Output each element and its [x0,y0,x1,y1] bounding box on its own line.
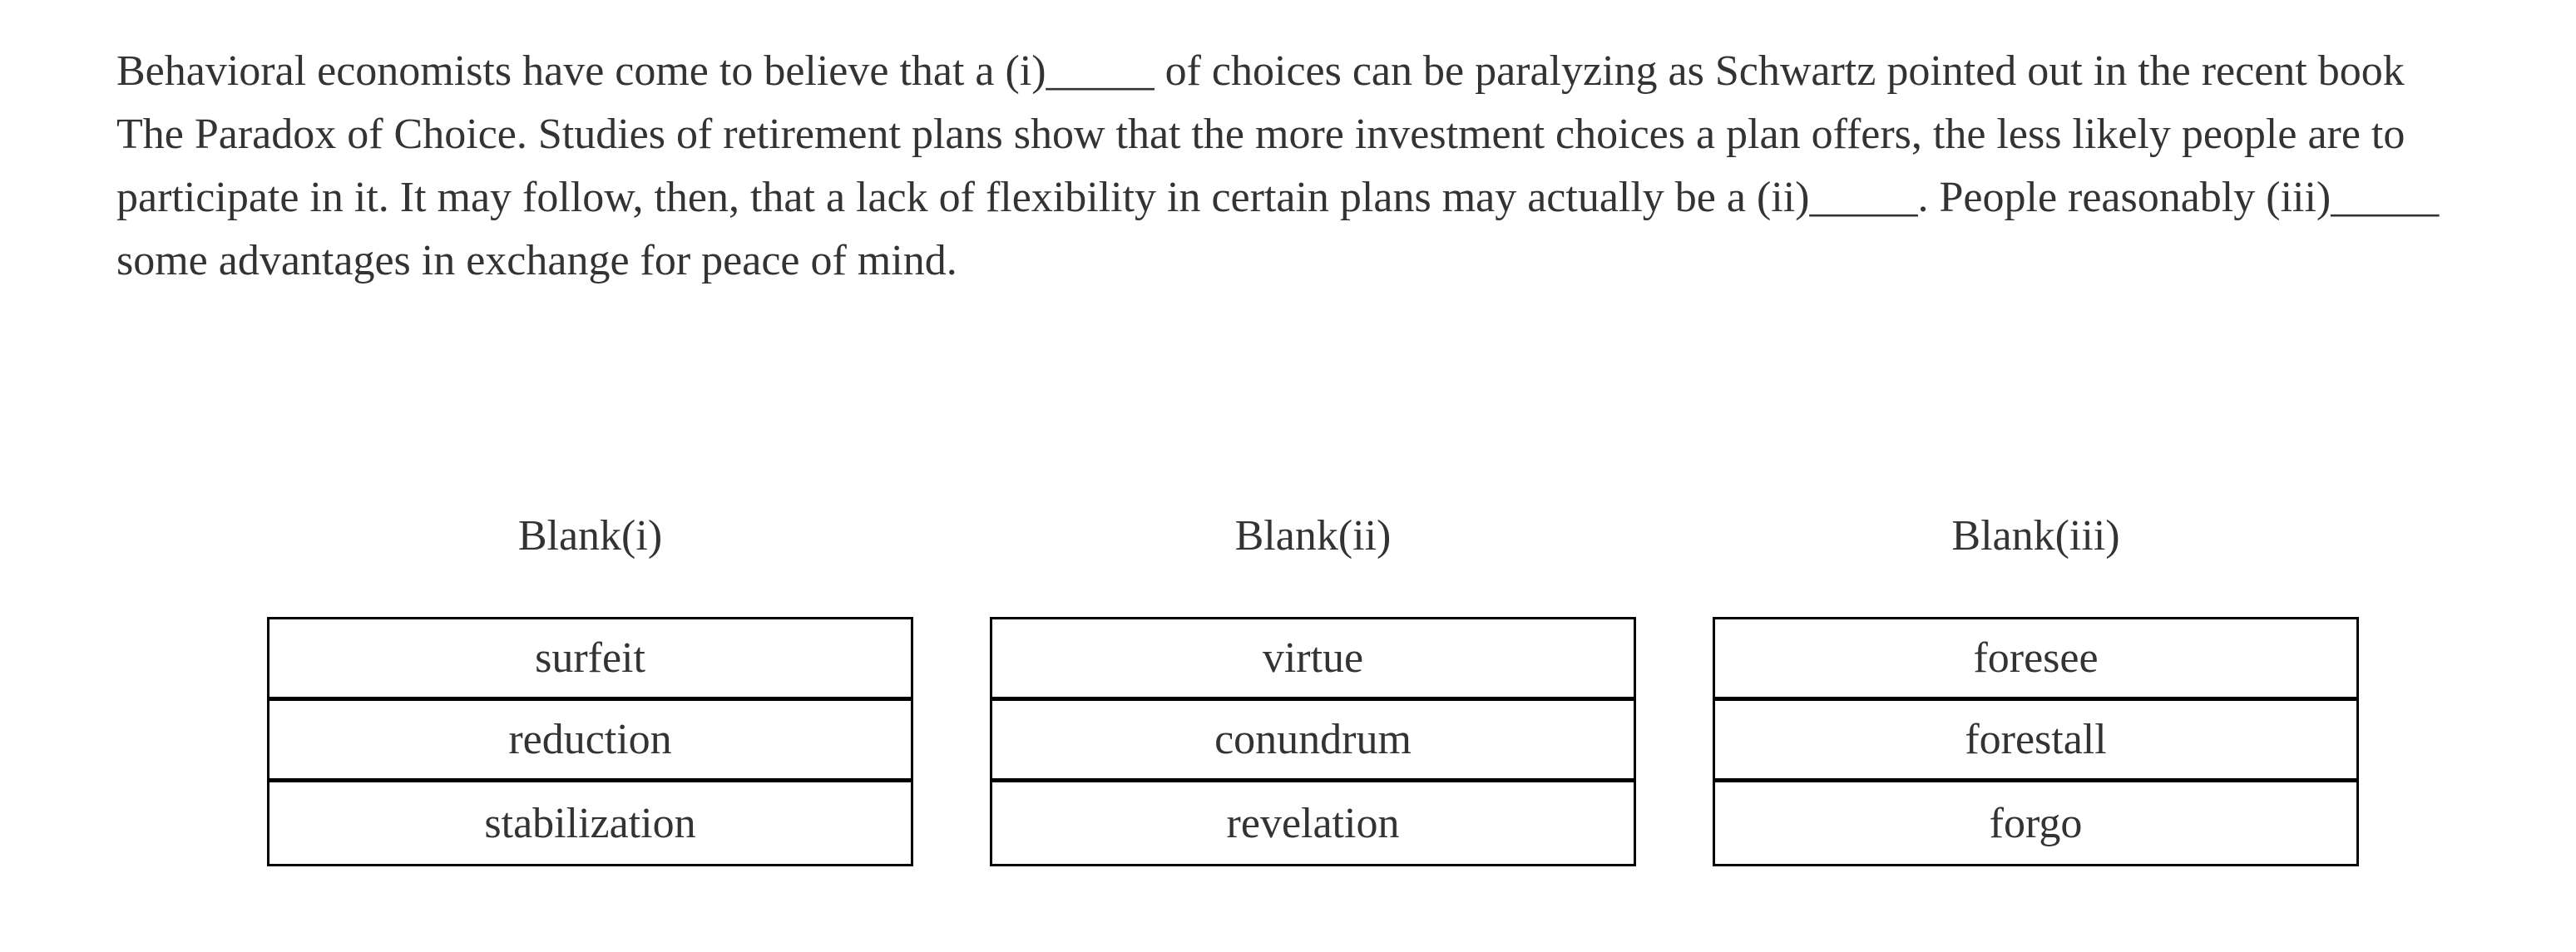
passage-line-3: participate in it. It may follow, then, … [116,174,2440,221]
blank-iii-label: Blank(iii) [1951,512,2120,560]
option-cell[interactable]: reduction [269,701,911,782]
blank-iii-options-table: foresee forestall forgo [1713,617,2359,866]
option-cell[interactable]: forgo [1989,799,2083,847]
blank-i-options-table: surfeit reduction stabilization [267,617,913,866]
passage-line-1: Behavioral economists have come to belie… [116,47,2405,95]
option-cell[interactable]: conundrum [992,701,1634,782]
blank-ii-options-table: virtue conundrum revelation [990,617,1636,866]
passage: Behavioral economists have come to belie… [116,40,2545,293]
option-cell[interactable]: foresee [1715,619,2356,701]
blank-iii-column: Blank(iii) foresee forestall forgo [1713,511,2359,866]
blank-i-column: Blank(i) surfeit reduction stabilization [267,511,913,866]
option-cell[interactable]: surfeit [269,619,911,701]
option-cell[interactable]: revelation [1226,799,1400,847]
option-cell[interactable]: virtue [992,619,1634,701]
passage-line-2: The Paradox of Choice. Studies of retire… [116,111,2405,158]
blank-ii-label: Blank(ii) [1234,512,1392,560]
passage-line-4: some advantages in exchange for peace of… [116,237,957,284]
option-cell[interactable]: forestall [1715,701,2356,782]
option-cell[interactable]: stabilization [484,799,696,847]
blank-i-label: Blank(i) [517,512,663,560]
blank-ii-column: Blank(ii) virtue conundrum revelation [990,511,1636,866]
